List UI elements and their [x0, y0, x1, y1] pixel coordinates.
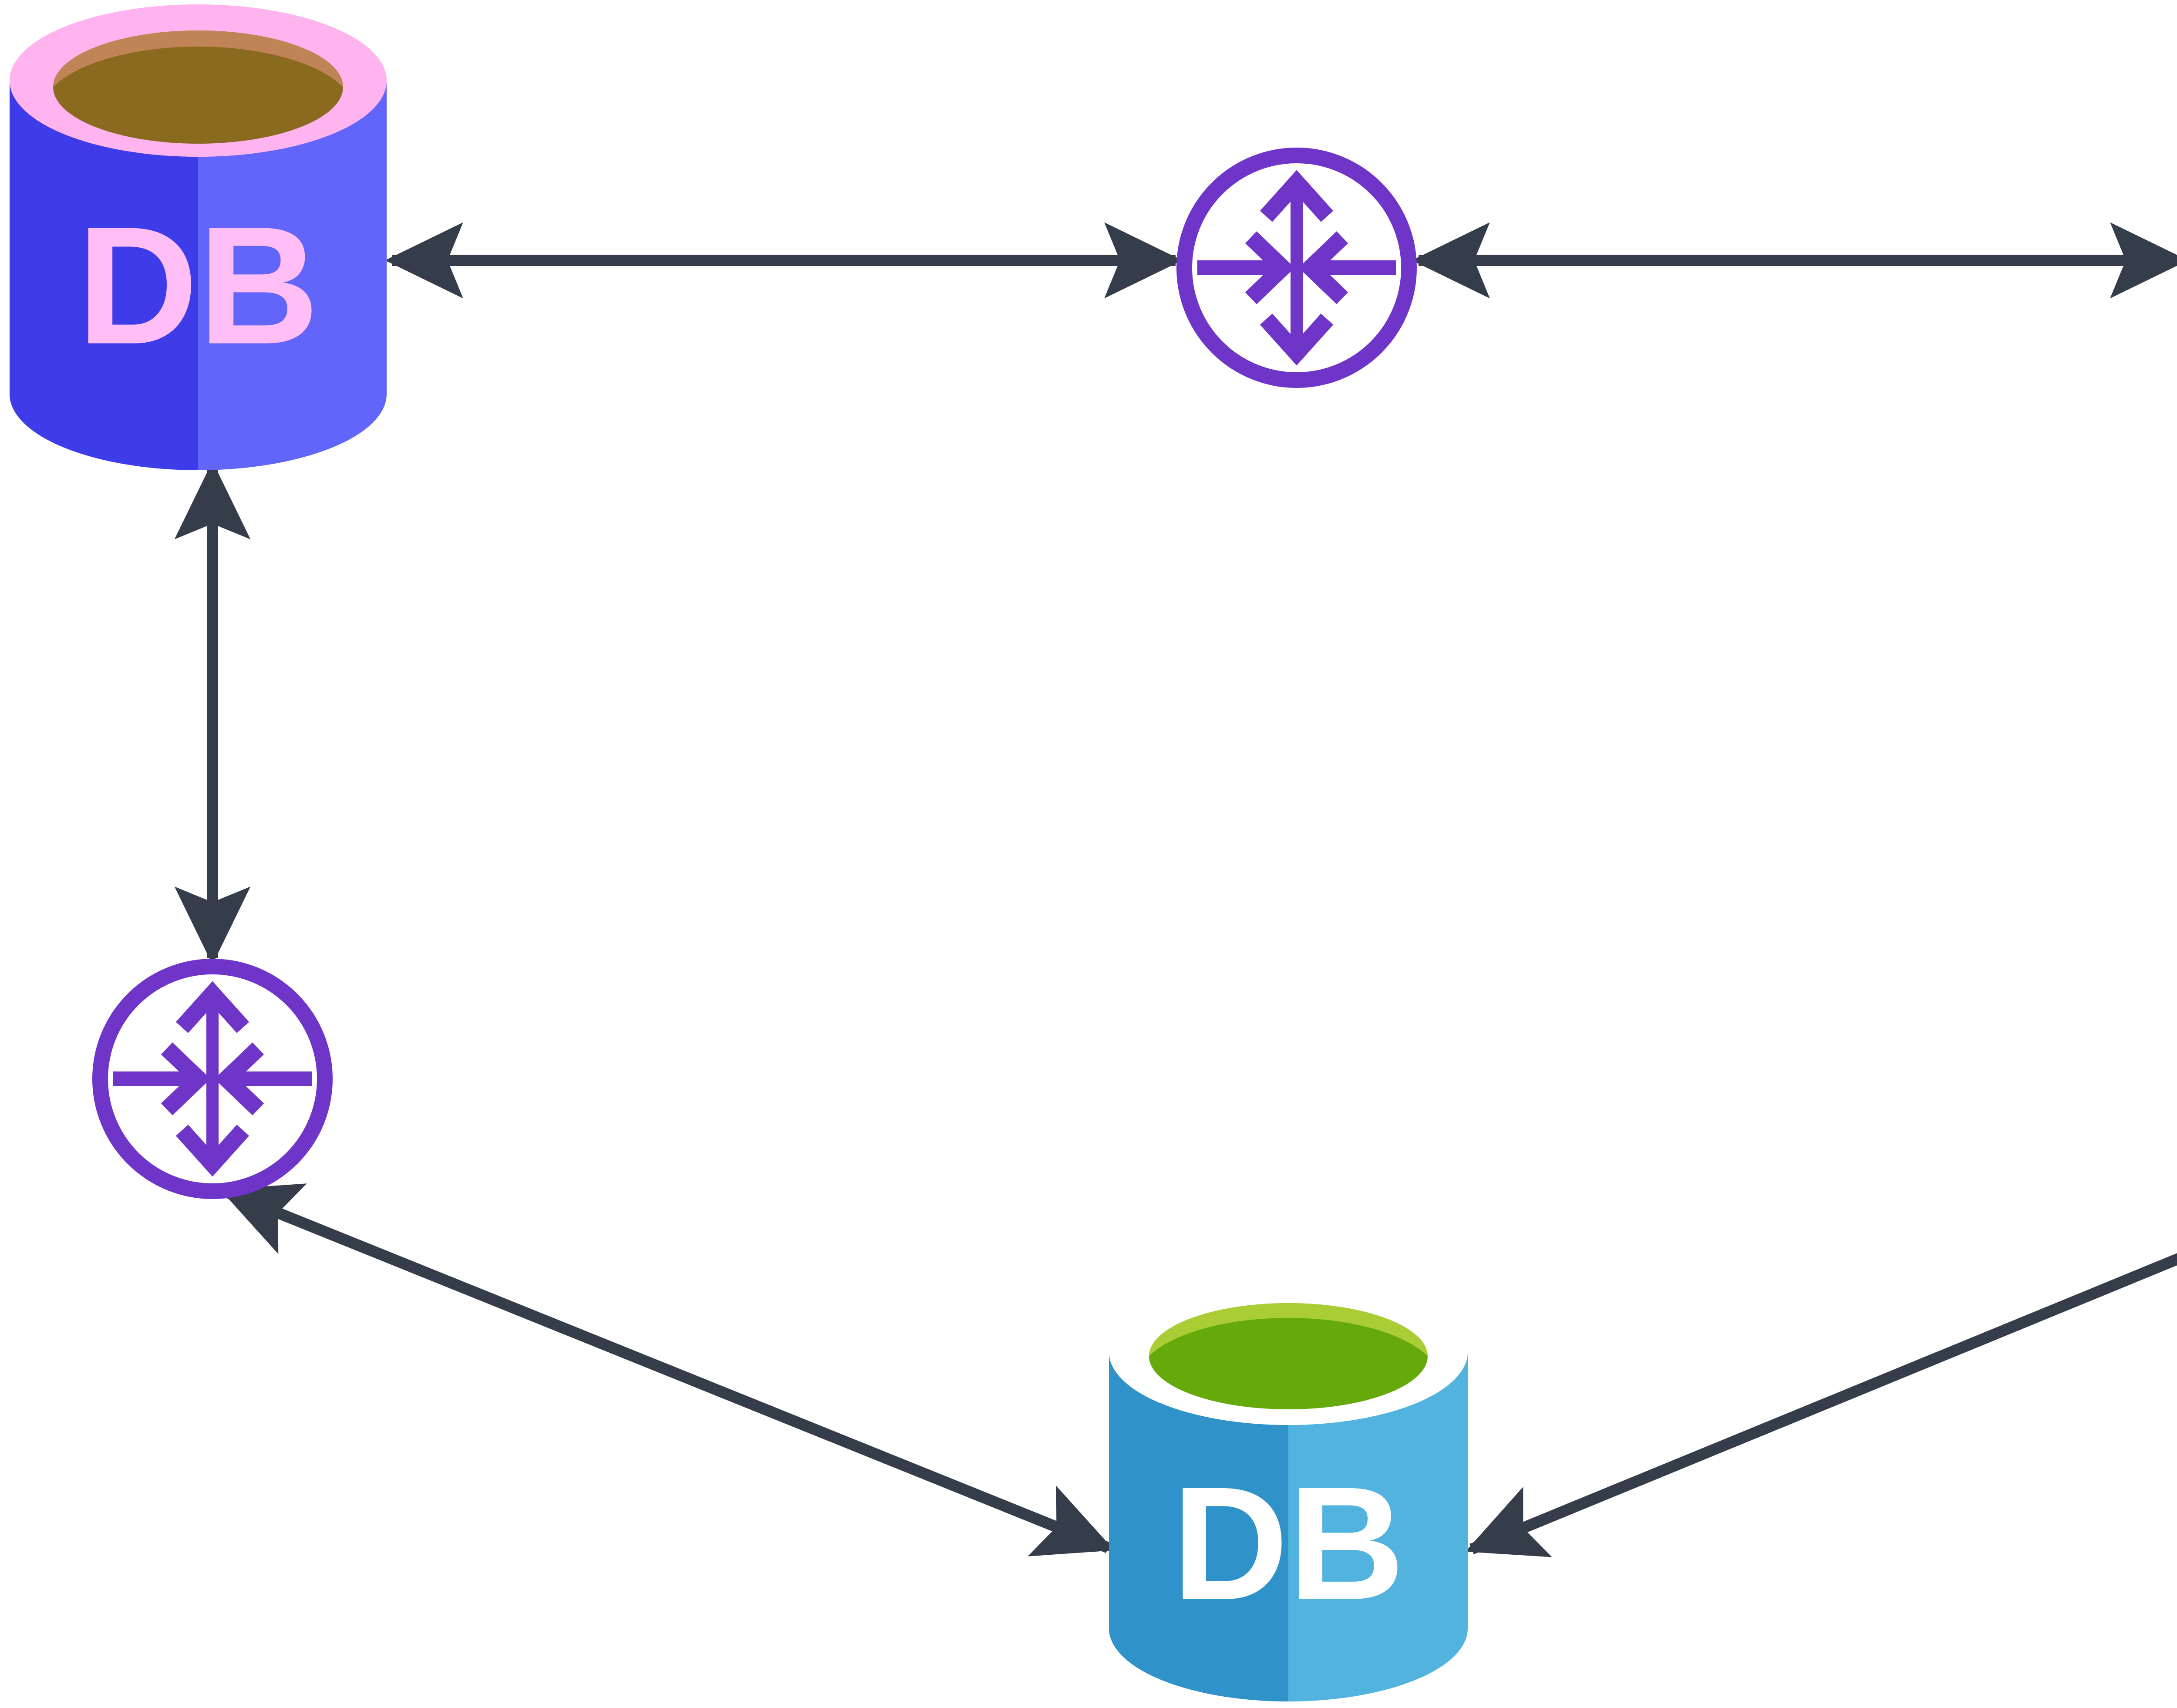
- db-top-left-body-right: [198, 81, 387, 470]
- connector-layer: [174, 222, 2177, 1557]
- db-top-left-body-left: [10, 81, 198, 470]
- db-bottom-interior-shadow: [1149, 1303, 1428, 1409]
- bidirectional-sync-icon: [1176, 148, 1417, 388]
- database-top-left[interactable]: DB: [10, 4, 387, 470]
- database-bottom-center[interactable]: DB: [1109, 1279, 1468, 1701]
- db-bottom-body-right: [1288, 1352, 1468, 1701]
- db-bottom-body-left: [1109, 1352, 1288, 1701]
- db-bottom-interior: [1149, 1303, 1428, 1356]
- db-bottom-label: DB: [1172, 1454, 1405, 1634]
- db-top-left-interior: [53, 30, 343, 87]
- db-top-left-label: DB: [77, 192, 319, 379]
- bidirectional-sync-icon: [92, 959, 333, 1199]
- connector-routerleft-dbbottom: [220, 1183, 1115, 1556]
- router-node-left[interactable]: [92, 959, 333, 1199]
- router-node-top[interactable]: [1176, 148, 1417, 388]
- db-top-left-interior-shadow: [53, 30, 343, 144]
- connector-routerright-dbbottom: [1465, 1180, 2177, 1557]
